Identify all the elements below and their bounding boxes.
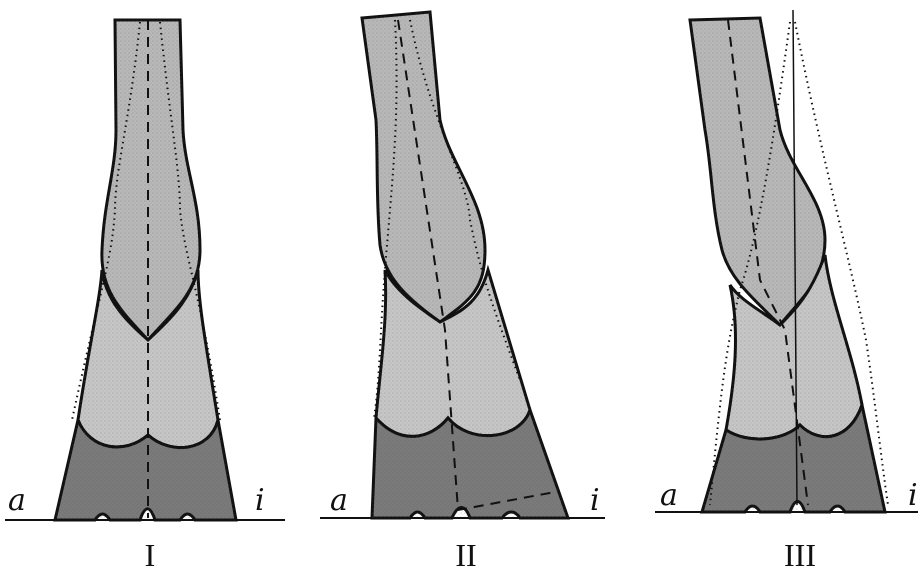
panel-1: a i I bbox=[5, 20, 285, 572]
right-label-i: i bbox=[590, 483, 600, 518]
panel-3: a i III bbox=[655, 10, 918, 572]
left-label-a: a bbox=[8, 483, 26, 518]
panel-numeral: I bbox=[145, 537, 156, 572]
left-label-a: a bbox=[660, 478, 678, 513]
panel-numeral: II bbox=[455, 537, 476, 572]
right-label-i: i bbox=[908, 478, 918, 513]
left-label-a: a bbox=[330, 483, 348, 518]
right-label-i: i bbox=[255, 483, 265, 518]
panel-2: a i II bbox=[320, 12, 605, 572]
panel-numeral: III bbox=[784, 537, 816, 572]
